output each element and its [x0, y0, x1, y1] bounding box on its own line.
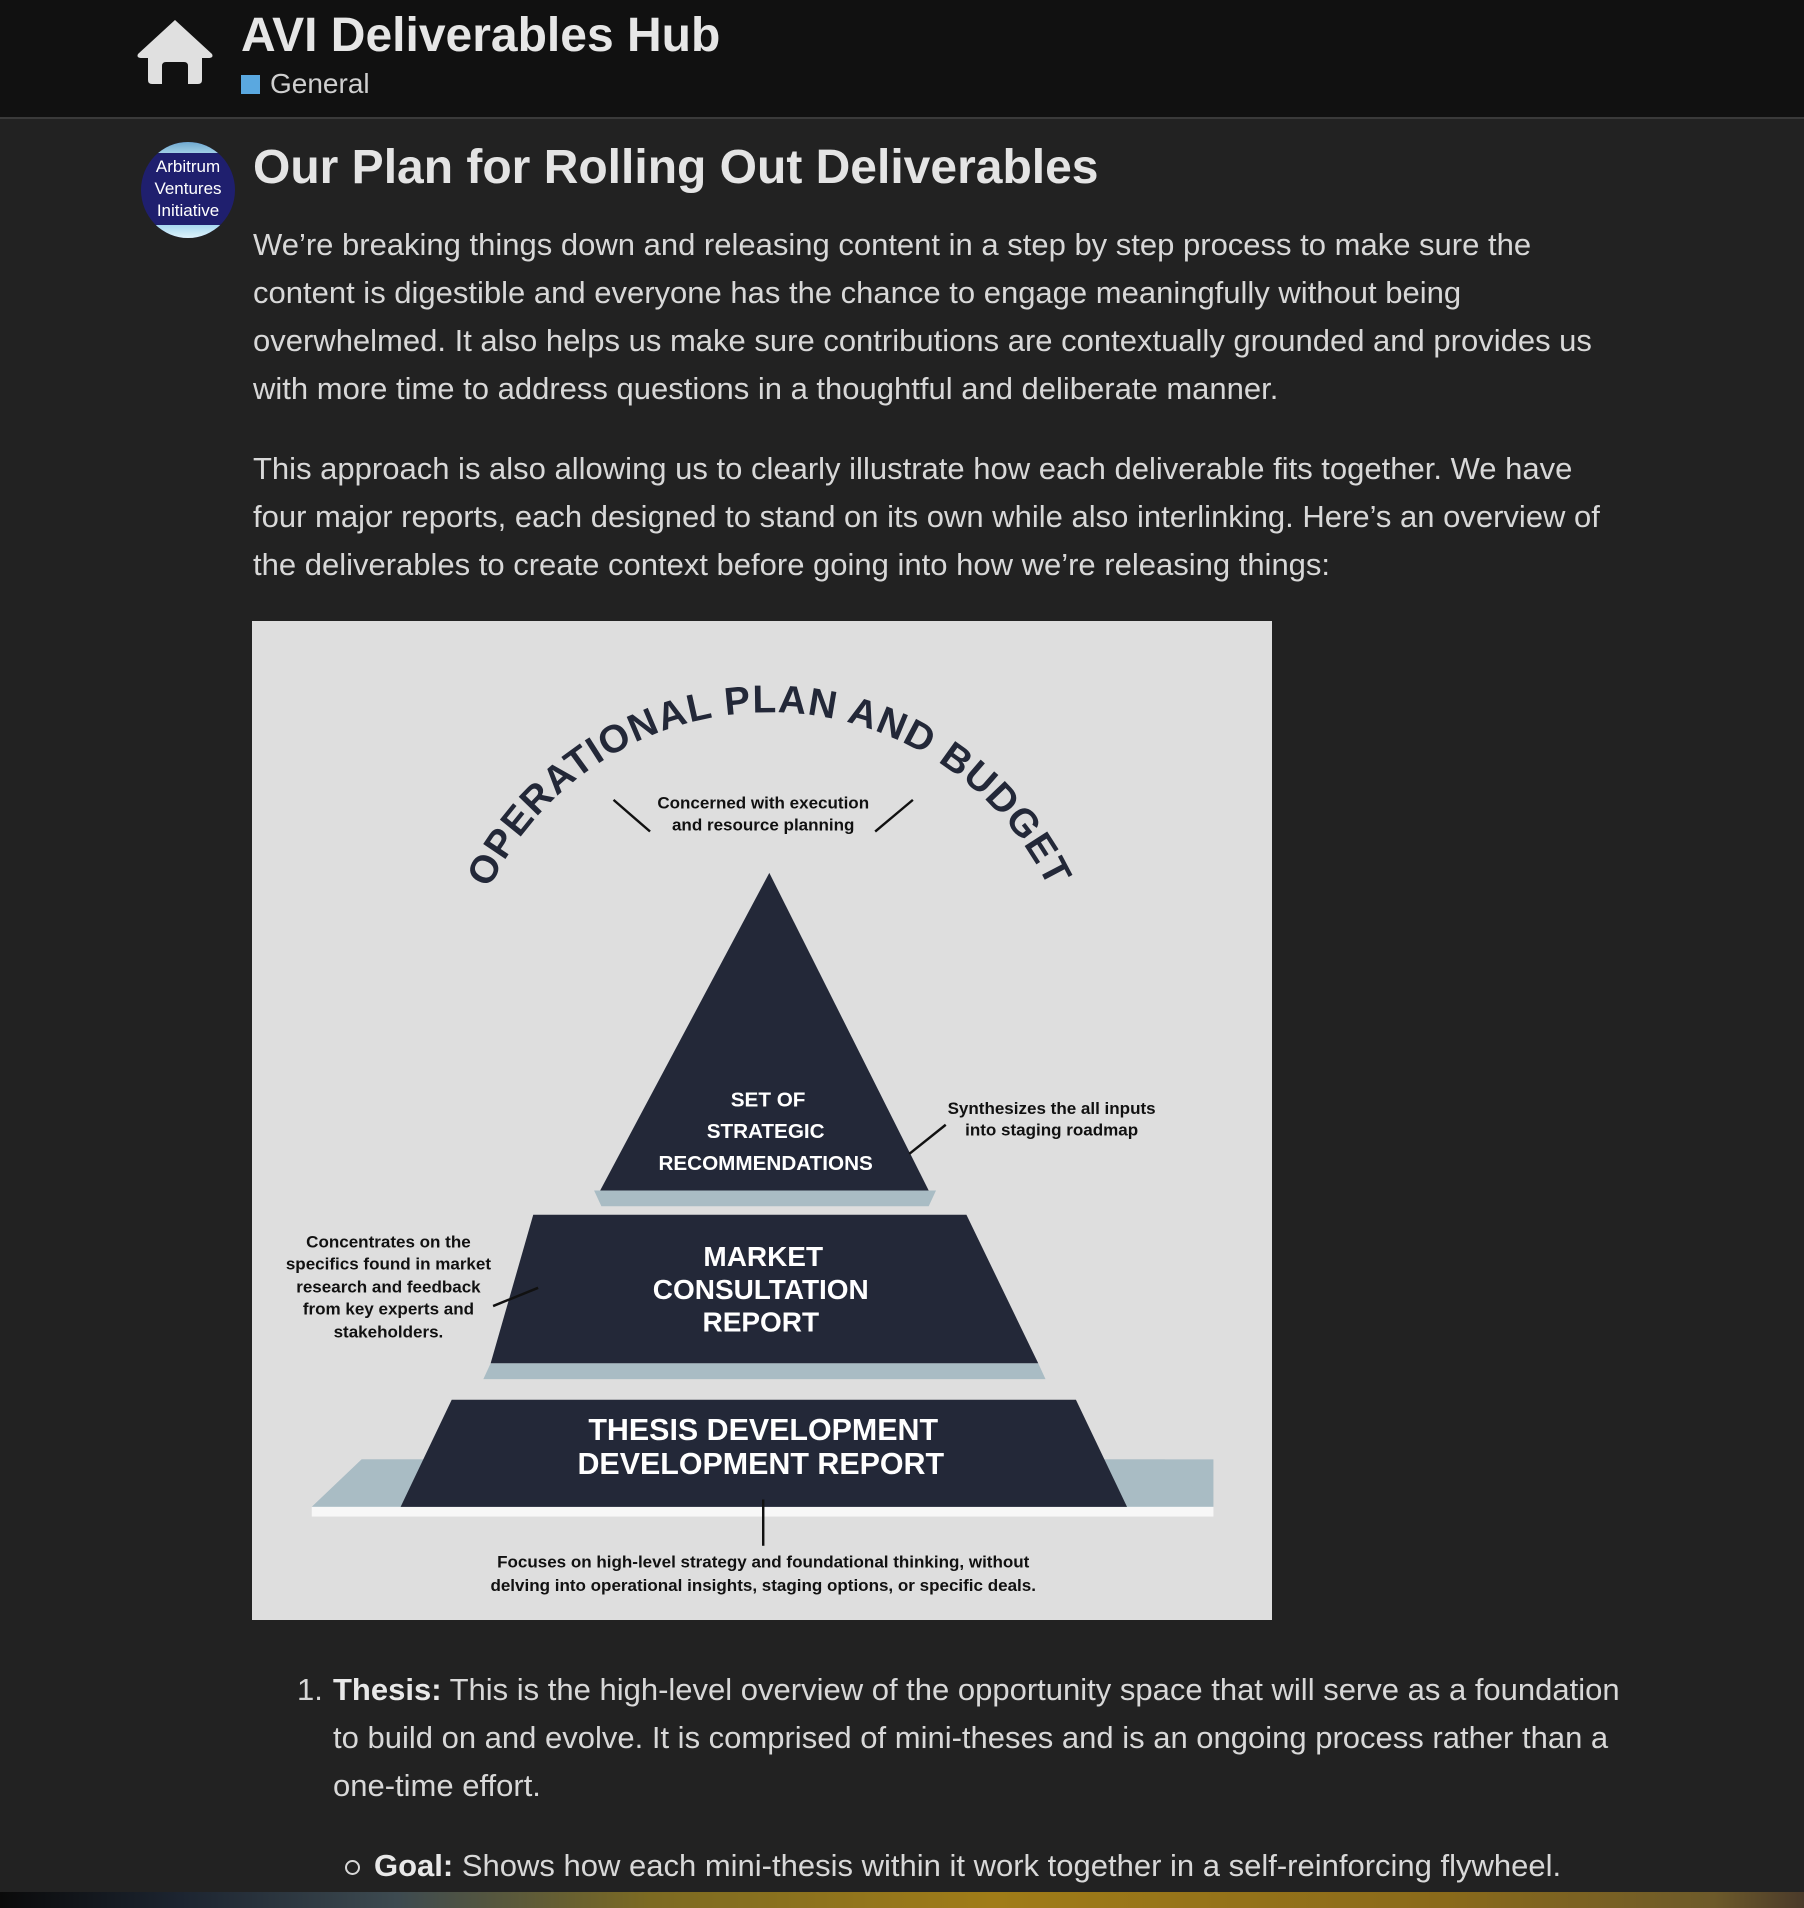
tier3-trapezoid [400, 1399, 1128, 1507]
tier-line: CONSULTATION [653, 1274, 869, 1305]
note-line: research and feedback [296, 1278, 481, 1297]
tier1-label: SET OF STRATEGIC RECOMMENDATIONS [658, 1089, 872, 1175]
list-number: 1. [297, 1672, 323, 1707]
top-header: AVI Deliverables Hub General [0, 0, 1804, 119]
note-line: and resource planning [672, 815, 854, 834]
tier1-shadow [594, 1190, 937, 1207]
avatar-text: Arbitrum Ventures Initiative [141, 156, 235, 222]
avatar-line: Ventures [154, 179, 222, 198]
sub-item-label: Goal: [374, 1848, 454, 1883]
post-paragraph: This approach is also allowing us to cle… [253, 451, 1600, 582]
sub-list-item: Goal: Shows how each mini-thesis within … [345, 1842, 1561, 1890]
app-title[interactable]: AVI Deliverables Hub [241, 9, 721, 62]
note-line: Concentrates on the [306, 1233, 471, 1252]
tier3-note: Focuses on high-level strategy and found… [490, 1553, 1036, 1595]
pyramid-diagram: OPERATIONAL PLAN AND BUDGET Concerned wi… [286, 678, 1214, 1595]
category-label: General [270, 68, 370, 99]
note-line: Synthesizes the all inputs [948, 1099, 1156, 1118]
tier1-triangle [600, 872, 929, 1191]
note-line: delving into operational insights, stagi… [490, 1576, 1036, 1595]
category-color-swatch [241, 74, 260, 94]
home-icon[interactable] [136, 18, 214, 86]
tier-line: DEVELOPMENT REPORT [577, 1447, 944, 1481]
avatar-band-top [141, 142, 235, 153]
tier1-note: Synthesizes the all inputs into staging … [948, 1099, 1156, 1140]
post-title: Our Plan for Rolling Out Deliverables [253, 141, 1099, 194]
tier2-trapezoid [490, 1214, 1039, 1364]
avatar-line: Arbitrum [155, 157, 221, 176]
connector-line [612, 798, 651, 833]
tier-line: RECOMMENDATIONS [658, 1152, 872, 1175]
list-item-label: Thesis: [333, 1672, 442, 1707]
note-line: from key experts and [303, 1300, 474, 1319]
avatar-line: Initiative [156, 201, 220, 220]
circle-bullet-icon [345, 1860, 360, 1876]
note-line: stakeholders. [334, 1323, 444, 1342]
tier-line: STRATEGIC [707, 1120, 825, 1143]
post-paragraph: We’re breaking things down and releasing… [253, 227, 1592, 406]
tier-line: REPORT [703, 1307, 820, 1338]
connector-line [908, 1123, 947, 1155]
tier2-shadow [483, 1363, 1046, 1380]
sub-item-text: Shows how each mini-thesis within it wor… [461, 1848, 1562, 1883]
tier-line: SET OF [731, 1089, 806, 1112]
tier2-label: MARKET CONSULTATION REPORT [653, 1241, 869, 1338]
note-line: specifics found in market [286, 1255, 492, 1274]
top-note: Concerned with execution and resource pl… [657, 793, 869, 834]
arc-title: OPERATIONAL PLAN AND BUDGET [459, 678, 1080, 893]
list-item-text: This is the high-level overview of the o… [333, 1672, 1620, 1803]
note-line: Focuses on high-level strategy and found… [497, 1553, 1030, 1572]
tier-line: THESIS DEVELOPMENT [588, 1413, 938, 1447]
category-badge[interactable]: General [241, 68, 370, 100]
avatar-band-bottom [141, 225, 235, 238]
note-line: into staging roadmap [965, 1121, 1138, 1140]
tier-line: MARKET [703, 1241, 823, 1272]
background-image-strip [0, 1892, 1804, 1908]
avatar[interactable]: Arbitrum Ventures Initiative [141, 142, 235, 238]
connector-line [874, 798, 914, 833]
note-line: Concerned with execution [657, 793, 869, 812]
tier3-label: THESIS DEVELOPMENT DEVELOPMENT REPORT [577, 1413, 944, 1481]
connector-line [492, 1286, 539, 1308]
deliverables-pyramid-image[interactable]: OPERATIONAL PLAN AND BUDGET Concerned wi… [252, 621, 1272, 1620]
tier2-note: Concentrates on the specifics found in m… [286, 1233, 492, 1342]
